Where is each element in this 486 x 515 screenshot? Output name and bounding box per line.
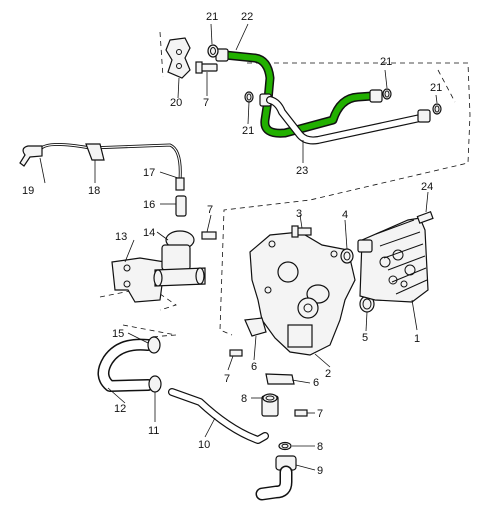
brackets-6 bbox=[244, 317, 295, 385]
label-5: 5 bbox=[362, 332, 368, 344]
vacuum-line bbox=[19, 143, 185, 191]
hose-12 bbox=[97, 336, 162, 393]
label-17: 17 bbox=[143, 167, 155, 179]
label-15: 15 bbox=[112, 328, 124, 340]
callout-labels: 21 22 7 20 21 21 21 23 19 18 17 16 7 14 … bbox=[22, 11, 442, 477]
label-7-d: 7 bbox=[317, 408, 323, 420]
green-pipe-fill bbox=[222, 52, 375, 137]
label-8-b: 8 bbox=[317, 441, 323, 453]
label-23: 23 bbox=[296, 165, 308, 177]
bracket-20 bbox=[165, 37, 191, 79]
housing-2 bbox=[249, 231, 356, 356]
leader-lines bbox=[39, 23, 438, 471]
label-12: 12 bbox=[114, 403, 126, 415]
label-9: 9 bbox=[317, 465, 323, 477]
oil-cooler-1 bbox=[357, 217, 429, 303]
label-4: 4 bbox=[342, 209, 348, 221]
frame-upper bbox=[159, 31, 471, 336]
label-21-b: 21 bbox=[242, 125, 254, 137]
oil-line-23 bbox=[266, 96, 431, 145]
label-20: 20 bbox=[170, 97, 182, 109]
oil-line-highlighted bbox=[215, 48, 383, 138]
label-1: 1 bbox=[414, 333, 420, 345]
label-22: 22 bbox=[241, 11, 253, 23]
bolt-7-upper bbox=[195, 61, 218, 74]
gaskets bbox=[340, 248, 375, 313]
label-3: 3 bbox=[296, 208, 302, 220]
fitting-9 bbox=[255, 455, 297, 501]
label-24: 24 bbox=[421, 181, 433, 193]
label-7-c: 7 bbox=[224, 373, 230, 385]
screws bbox=[229, 211, 434, 417]
label-6-b: 6 bbox=[313, 377, 319, 389]
label-6-a: 6 bbox=[251, 361, 257, 373]
label-16: 16 bbox=[143, 199, 155, 211]
label-21-c: 21 bbox=[380, 56, 392, 68]
label-2: 2 bbox=[325, 368, 331, 380]
frame-lower bbox=[99, 286, 177, 338]
label-11: 11 bbox=[148, 425, 159, 437]
sleeve-16 bbox=[175, 195, 187, 217]
label-21-a: 21 bbox=[206, 11, 218, 23]
valve-assembly bbox=[111, 230, 217, 303]
label-8-a: 8 bbox=[241, 393, 247, 405]
label-19: 19 bbox=[22, 185, 34, 197]
seal-rings-8 bbox=[262, 393, 292, 451]
label-7-a: 7 bbox=[203, 97, 209, 109]
label-10: 10 bbox=[198, 439, 210, 451]
label-18: 18 bbox=[88, 185, 100, 197]
pipe-10 bbox=[168, 388, 279, 444]
label-13: 13 bbox=[115, 231, 127, 243]
label-14: 14 bbox=[143, 227, 155, 239]
label-7-b: 7 bbox=[207, 204, 213, 216]
label-21-d: 21 bbox=[430, 82, 442, 94]
